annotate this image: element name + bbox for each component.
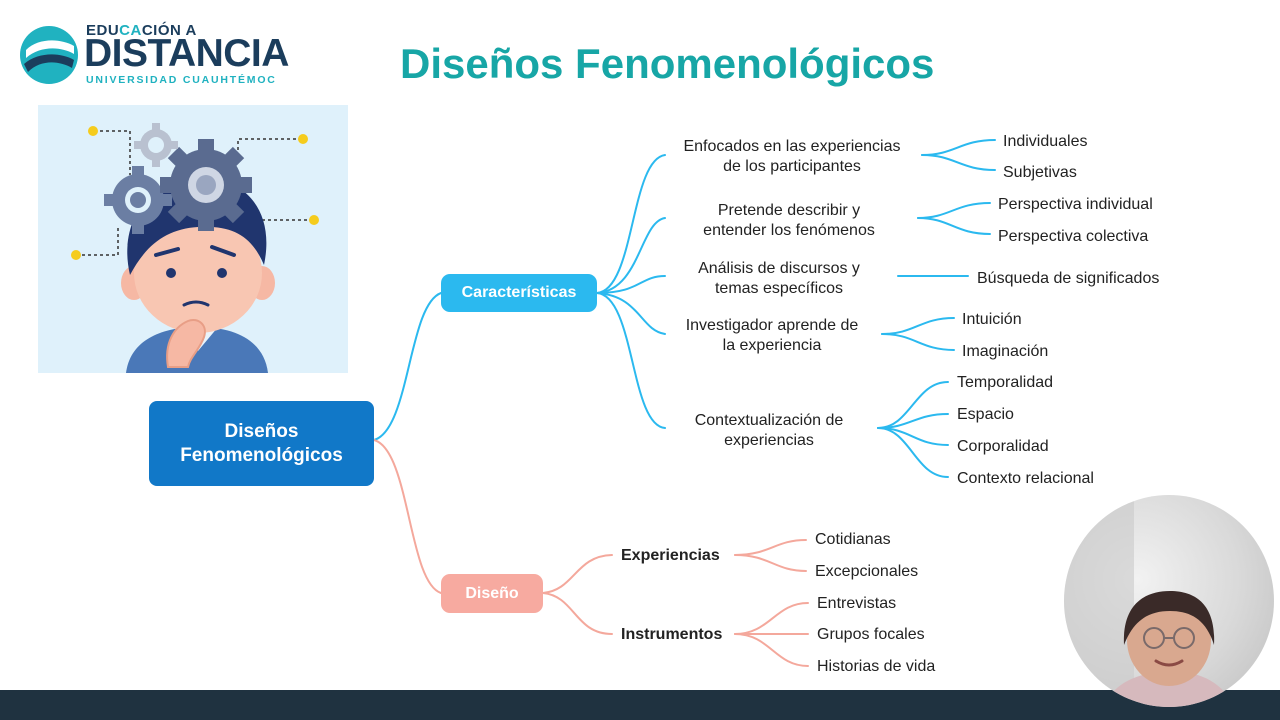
branch-line bbox=[543, 593, 612, 634]
leaf-line bbox=[735, 634, 808, 666]
bottom-bar bbox=[0, 690, 1280, 720]
branch-line bbox=[597, 293, 665, 428]
leaf-line bbox=[922, 155, 995, 170]
leaf-item: Contexto relacional bbox=[957, 469, 1094, 489]
branch-line bbox=[597, 293, 665, 334]
leaf-line bbox=[882, 334, 954, 350]
leaf-item: Imaginación bbox=[962, 342, 1048, 362]
leaf-line bbox=[922, 140, 995, 155]
presenter-figure bbox=[1064, 495, 1274, 707]
root-node-line1: Diseños bbox=[225, 421, 299, 442]
leaf-item: Espacio bbox=[957, 405, 1014, 425]
diseno-item: Experiencias bbox=[621, 546, 720, 566]
leaf-item: Excepcionales bbox=[815, 562, 918, 582]
leaf-item: Individuales bbox=[1003, 132, 1088, 152]
leaf-line bbox=[735, 603, 808, 634]
root-to-caracteristicas-line bbox=[374, 293, 441, 440]
leaf-item: Intuición bbox=[962, 310, 1022, 330]
leaf-item: Perspectiva individual bbox=[998, 195, 1153, 215]
leaf-line bbox=[735, 540, 806, 555]
leaf-item: Corporalidad bbox=[957, 437, 1049, 457]
leaf-line bbox=[878, 428, 948, 477]
leaf-item: Entrevistas bbox=[817, 594, 896, 614]
leaf-line bbox=[918, 218, 990, 234]
branch-line bbox=[543, 555, 612, 593]
root-node-line2: Fenomenológicos bbox=[180, 445, 343, 466]
diseno-node: Diseño bbox=[441, 574, 543, 613]
diseno-item: Instrumentos bbox=[621, 625, 722, 645]
caracteristicas-node: Características bbox=[441, 274, 597, 312]
leaf-item: Historias de vida bbox=[817, 657, 935, 677]
leaf-line bbox=[918, 203, 990, 218]
leaf-line bbox=[735, 555, 806, 571]
leaf-item: Cotidianas bbox=[815, 530, 891, 550]
leaf-item: Grupos focales bbox=[817, 625, 925, 645]
root-to-diseno-line bbox=[374, 440, 441, 593]
leaf-item: Perspectiva colectiva bbox=[998, 227, 1148, 247]
leaf-item: Subjetivas bbox=[1003, 163, 1077, 183]
leaf-item: Búsqueda de significados bbox=[977, 269, 1159, 289]
leaf-line bbox=[882, 318, 954, 334]
presenter-webcam-overlay bbox=[1064, 495, 1274, 707]
leaf-item: Temporalidad bbox=[957, 373, 1053, 393]
